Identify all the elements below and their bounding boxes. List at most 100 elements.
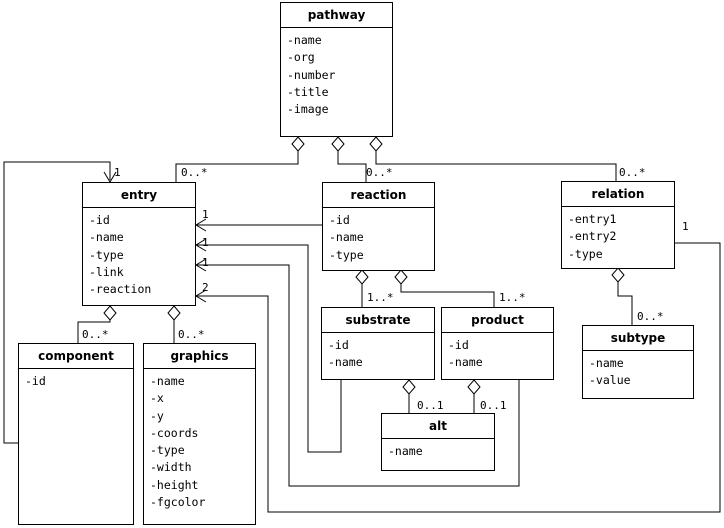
class-component: component -id bbox=[18, 343, 134, 525]
multiplicity-label: 2 bbox=[202, 281, 209, 294]
product-entry-connector bbox=[196, 264, 520, 487]
multiplicity-label: 1 bbox=[202, 208, 209, 221]
multiplicity-label: 0..1 bbox=[417, 399, 444, 412]
attribute: -number bbox=[287, 67, 336, 82]
multiplicity-label: 0..1 bbox=[480, 399, 507, 412]
class-name: product bbox=[442, 308, 553, 333]
attribute: -id bbox=[448, 338, 469, 352]
attribute: -name bbox=[448, 355, 483, 370]
multiplicity-label: 0..* bbox=[181, 166, 208, 179]
attribute: -name bbox=[329, 230, 364, 245]
pathway-reaction-connector bbox=[337, 150, 367, 182]
attribute: -y bbox=[150, 408, 164, 423]
aggregation-diamond-icon bbox=[611, 267, 625, 283]
arrowhead-icon bbox=[195, 289, 207, 303]
class-name: entry bbox=[83, 183, 195, 208]
aggregation-diamond-icon bbox=[355, 269, 369, 285]
class-name: alt bbox=[382, 414, 494, 439]
pathway-relation-connector bbox=[375, 150, 617, 182]
attribute: -value bbox=[589, 373, 631, 388]
attribute: -type bbox=[329, 247, 364, 262]
attribute: -name bbox=[89, 230, 124, 245]
arrowhead-icon bbox=[195, 238, 207, 252]
aggregation-diamond-icon bbox=[167, 305, 181, 321]
attribute: -fgcolor bbox=[150, 495, 206, 510]
attribute: -entry1 bbox=[568, 212, 617, 226]
attribute-list: -id -name bbox=[322, 333, 434, 372]
pathway-entry-connector bbox=[175, 150, 299, 182]
multiplicity-label: 1 bbox=[682, 220, 689, 233]
attribute: -x bbox=[150, 391, 164, 406]
arrowhead-icon bbox=[195, 218, 207, 232]
multiplicity-label: 0..* bbox=[366, 166, 393, 179]
attribute-list: -id -name -type -link -reaction bbox=[83, 208, 195, 298]
attribute: -type bbox=[568, 246, 603, 261]
attribute-list: -entry1 -entry2 -type bbox=[562, 207, 674, 263]
class-relation: relation -entry1 -entry2 -type bbox=[561, 181, 675, 269]
attribute-list: -name bbox=[382, 439, 494, 460]
attribute: -name bbox=[328, 355, 363, 370]
attribute: -id bbox=[328, 338, 349, 352]
attribute: -height bbox=[150, 477, 199, 492]
attribute: -id bbox=[89, 213, 110, 227]
class-name: substrate bbox=[322, 308, 434, 333]
class-alt: alt -name bbox=[381, 413, 495, 471]
attribute: -width bbox=[150, 460, 192, 475]
aggregation-diamond-icon bbox=[331, 136, 345, 152]
attribute: -entry2 bbox=[568, 229, 617, 244]
aggregation-diamond-icon bbox=[103, 305, 117, 321]
class-product: product -id -name bbox=[441, 307, 554, 380]
attribute-list: -name -value bbox=[583, 351, 693, 390]
attribute: -name bbox=[150, 374, 185, 388]
attribute: -type bbox=[89, 247, 124, 262]
class-pathway: pathway -name -org -number -title -image bbox=[280, 2, 393, 137]
attribute: -id bbox=[25, 374, 46, 388]
multiplicity-label: 0..* bbox=[619, 166, 646, 179]
aggregation-diamond-icon bbox=[402, 379, 416, 395]
attribute: -type bbox=[150, 443, 185, 458]
multiplicity-label: 1 bbox=[202, 236, 209, 249]
arrowhead-icon bbox=[195, 258, 207, 272]
class-name: component bbox=[19, 344, 133, 369]
multiplicity-label: 1..* bbox=[367, 291, 394, 304]
attribute-list: -id bbox=[19, 369, 133, 390]
attribute: -id bbox=[329, 213, 350, 227]
relation-entry-connector bbox=[196, 242, 721, 513]
attribute-list: -name -x -y -coords -type -width -height… bbox=[144, 369, 255, 511]
attribute-list: -id -name -type bbox=[323, 208, 434, 264]
aggregation-diamond-icon bbox=[369, 136, 383, 152]
component-entry-connector bbox=[3, 161, 111, 444]
class-substrate: substrate -id -name bbox=[321, 307, 435, 380]
reaction-product-connector bbox=[400, 283, 495, 307]
attribute: -org bbox=[287, 50, 315, 65]
class-name: relation bbox=[562, 182, 674, 207]
multiplicity-label: 0..* bbox=[637, 310, 664, 323]
class-name: subtype bbox=[583, 326, 693, 351]
attribute: -name bbox=[388, 444, 423, 458]
multiplicity-label: 0..* bbox=[82, 328, 109, 341]
attribute: -link bbox=[89, 264, 124, 279]
multiplicity-label: 0..* bbox=[178, 328, 205, 341]
multiplicity-label: 1 bbox=[202, 256, 209, 269]
attribute-list: -name -org -number -title -image bbox=[281, 28, 392, 118]
multiplicity-label: 1 bbox=[114, 166, 121, 179]
multiplicity-label: 1..* bbox=[499, 291, 526, 304]
aggregation-diamond-icon bbox=[394, 269, 408, 285]
attribute: -name bbox=[287, 33, 322, 47]
class-reaction: reaction -id -name -type bbox=[322, 182, 435, 271]
class-entry: entry -id -name -type -link -reaction bbox=[82, 182, 196, 306]
aggregation-diamond-icon bbox=[291, 136, 305, 152]
attribute-list: -id -name bbox=[442, 333, 553, 372]
attribute: -coords bbox=[150, 425, 199, 440]
relation-subtype-connector bbox=[617, 281, 633, 325]
aggregation-diamond-icon bbox=[467, 379, 481, 395]
class-subtype: subtype -name -value bbox=[582, 325, 694, 399]
class-name: pathway bbox=[281, 3, 392, 28]
attribute: -name bbox=[589, 356, 624, 370]
class-name: graphics bbox=[144, 344, 255, 369]
class-name: reaction bbox=[323, 183, 434, 208]
attribute: -title bbox=[287, 84, 329, 99]
substrate-entry-connector bbox=[196, 244, 342, 453]
